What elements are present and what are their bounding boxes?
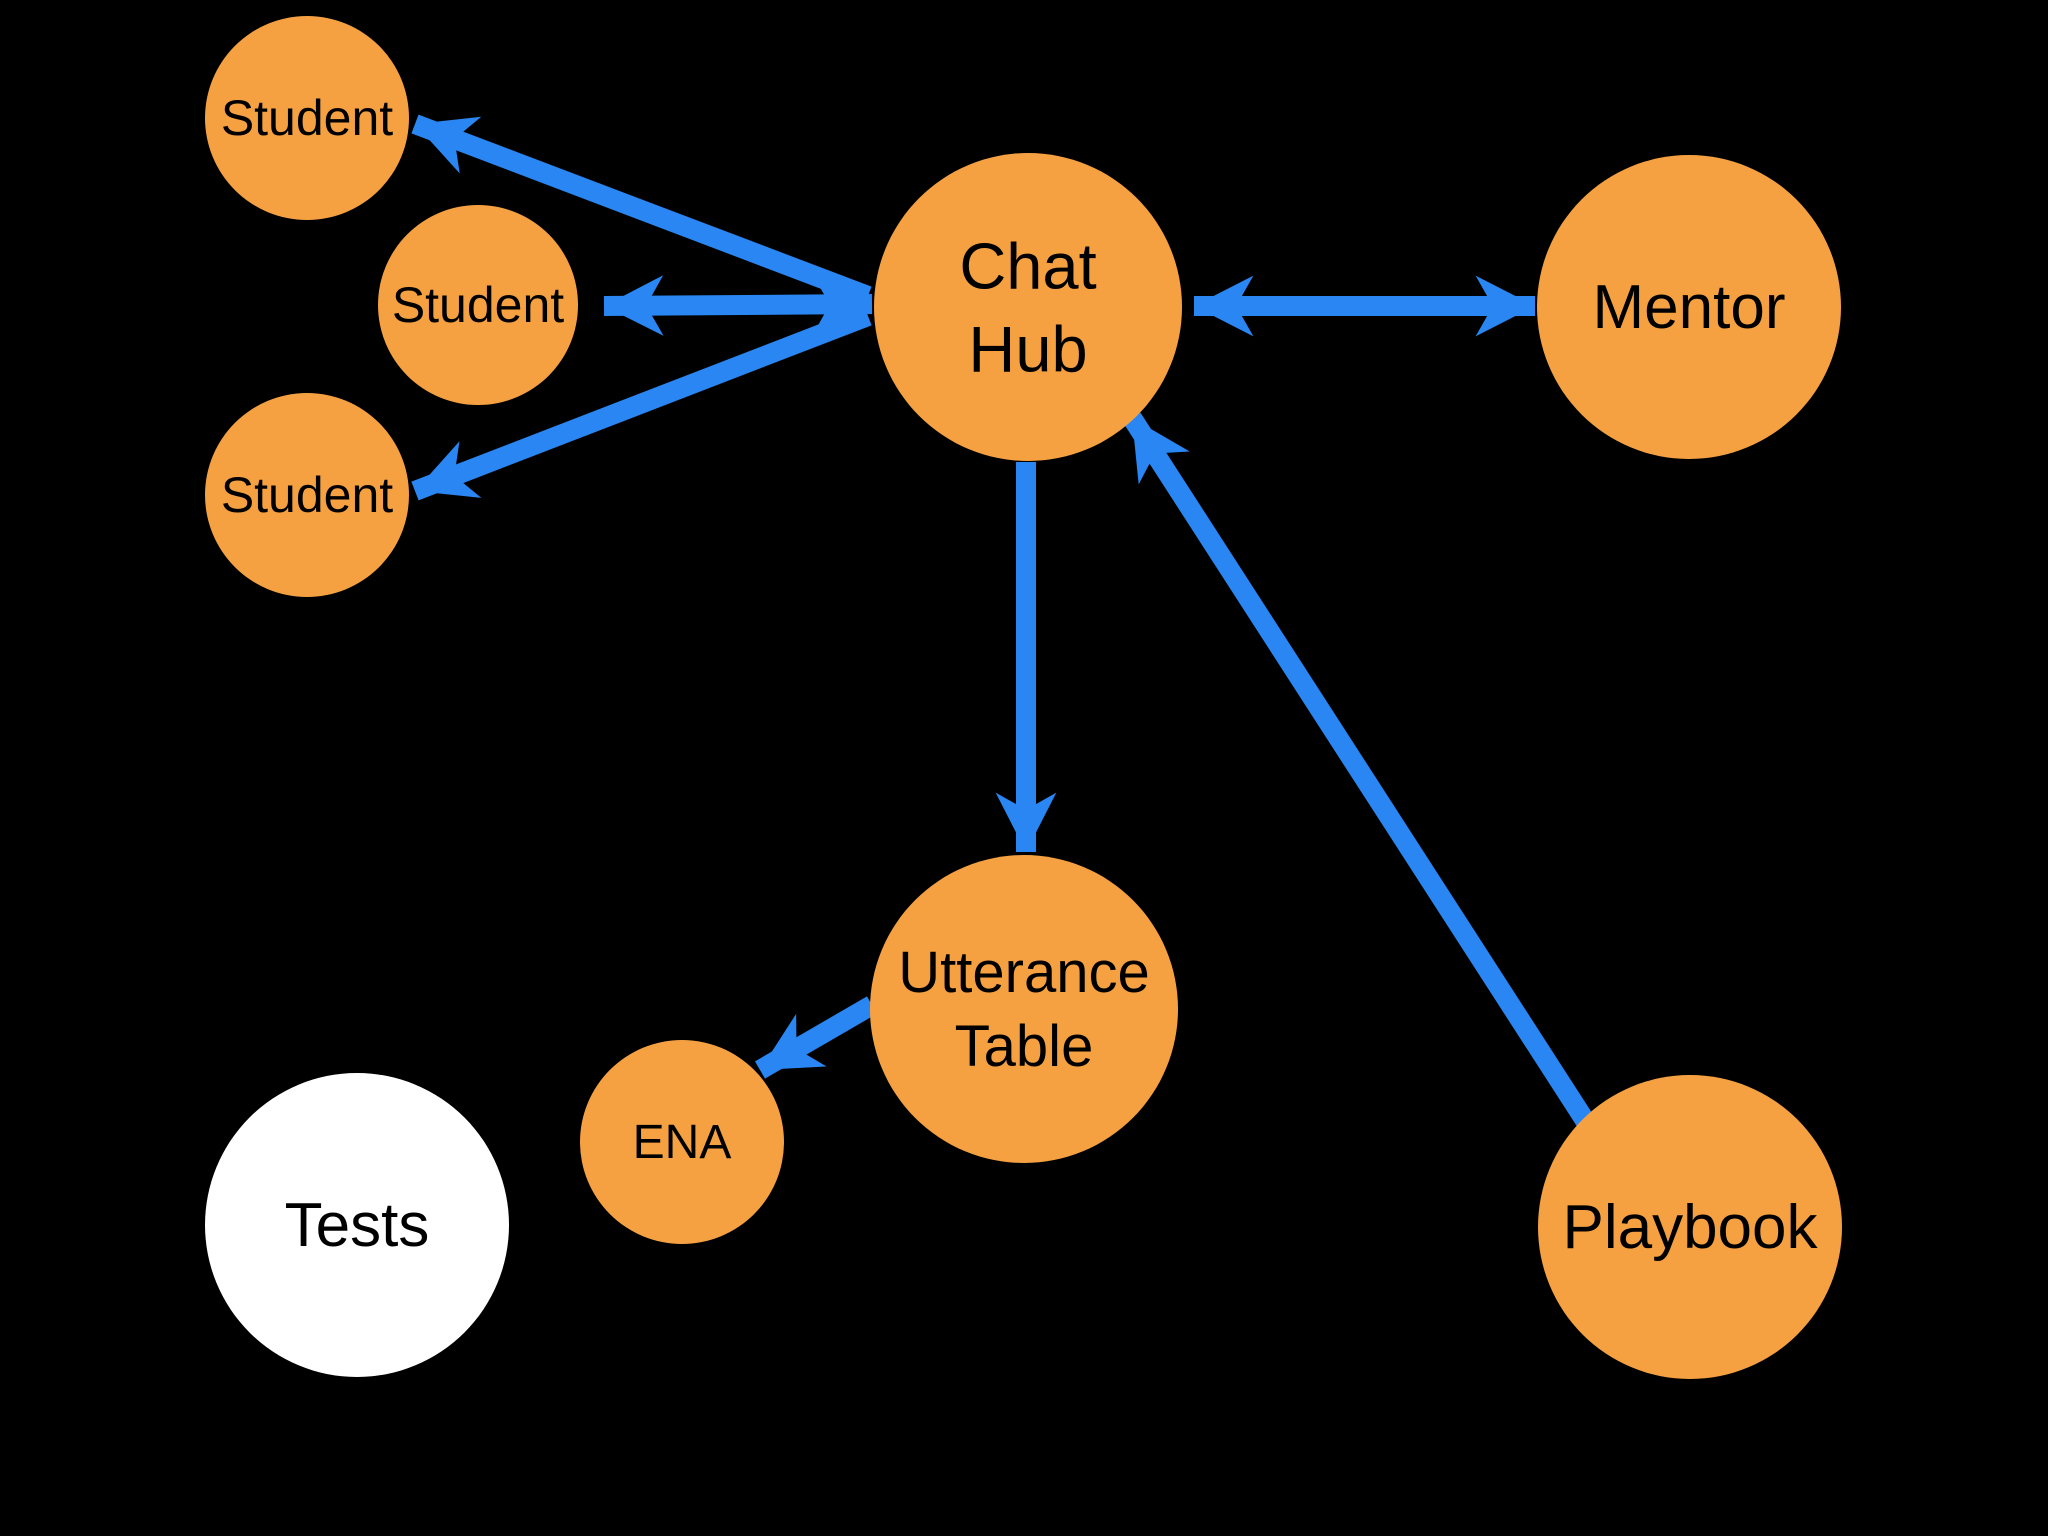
node-tests: Tests	[205, 1073, 509, 1377]
edge-playbook-to-chat-hub	[1123, 412, 1595, 1128]
node-mentor-circle	[1537, 155, 1841, 459]
node-tests-label: Tests	[285, 1191, 430, 1260]
node-utterance-table-label-line-1: Table	[955, 1013, 1094, 1078]
node-student-top-label-line-0: Student	[221, 90, 393, 146]
node-chat-hub-label-line-1: Hub	[968, 312, 1087, 385]
node-student-bottom-label-line-0: Student	[221, 467, 393, 523]
node-student-mid: Student	[378, 205, 578, 405]
edges-layer	[411, 114, 1595, 1128]
node-student-mid-label: Student	[392, 277, 564, 333]
node-ena: ENA	[580, 1040, 784, 1244]
node-student-top: Student	[205, 16, 409, 220]
node-ena-label-line-0: ENA	[633, 1116, 732, 1169]
node-playbook-circle	[1538, 1075, 1842, 1379]
edge-chat-hub-to-student-bottom	[411, 306, 872, 501]
node-student-bottom-circle	[205, 393, 409, 597]
node-chat-hub-label-line-0: Chat	[959, 229, 1096, 302]
edge-chat-hub-to-student-top	[411, 114, 872, 306]
node-playbook-label-line-0: Playbook	[1562, 1193, 1818, 1262]
node-student-top-circle	[205, 16, 409, 220]
node-student-bottom: Student	[205, 393, 409, 597]
node-mentor-label-line-0: Mentor	[1593, 273, 1786, 342]
node-student-bottom-label: Student	[221, 467, 393, 523]
node-chat-hub-circle	[874, 153, 1182, 461]
node-tests-label-line-0: Tests	[285, 1191, 430, 1260]
node-mentor: Mentor	[1537, 155, 1841, 459]
node-student-top-label: Student	[221, 90, 393, 146]
node-utterance-table-label-line-0: Utterance	[898, 940, 1149, 1005]
node-mentor-label: Mentor	[1593, 273, 1786, 342]
node-student-mid-circle	[378, 205, 578, 405]
edge-utterance-to-ena	[754, 996, 878, 1079]
node-playbook-label: Playbook	[1562, 1193, 1818, 1262]
node-ena-label: ENA	[633, 1116, 732, 1169]
edge-chat-hub-to-student-mid	[603, 274, 873, 336]
node-student-mid-label-line-0: Student	[392, 277, 564, 333]
node-tests-circle	[205, 1073, 509, 1377]
node-playbook: Playbook	[1538, 1075, 1842, 1379]
node-utterance-table-circle	[870, 855, 1178, 1163]
node-ena-circle	[580, 1040, 784, 1244]
